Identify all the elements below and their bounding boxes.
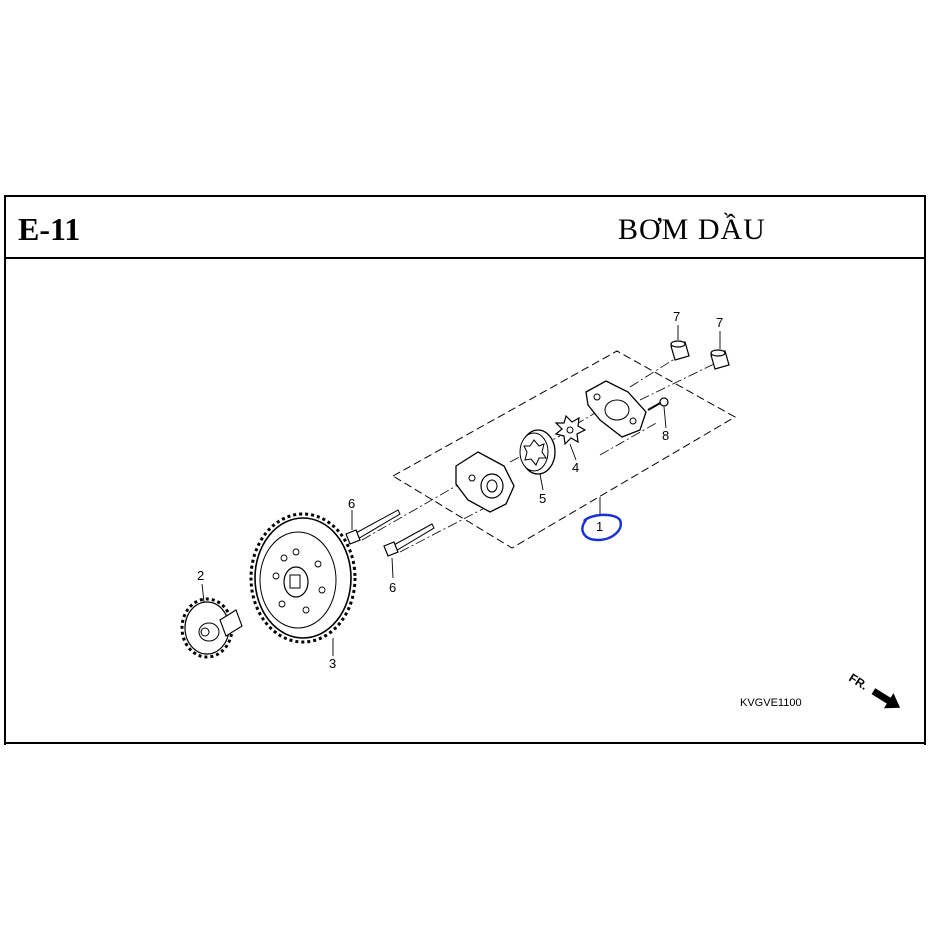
callout-3: 3 bbox=[329, 656, 336, 671]
outer-rotor-part-5 bbox=[519, 429, 556, 475]
driven-gear-part-3 bbox=[249, 512, 357, 644]
direction-label: FR. bbox=[846, 671, 870, 693]
diagram-frame: E-11 BƠM DẦU bbox=[4, 195, 926, 745]
axis-lines bbox=[361, 357, 719, 553]
inner-rotor-part-4 bbox=[554, 414, 587, 446]
reference-code: KVGVE1100 bbox=[740, 697, 802, 709]
callout-4: 4 bbox=[572, 460, 579, 475]
callout-2: 2 bbox=[197, 568, 204, 583]
leader-lines bbox=[201, 325, 721, 656]
pump-cover-plate bbox=[585, 380, 647, 438]
bolt-part-6-a bbox=[345, 509, 401, 545]
diagram-header: E-11 BƠM DẦU bbox=[6, 197, 924, 259]
pump-body bbox=[455, 451, 515, 513]
callout-7b: 7 bbox=[716, 315, 723, 330]
assembly-boundary bbox=[392, 350, 737, 549]
bolt-part-8 bbox=[647, 397, 669, 411]
highlight-circle bbox=[581, 513, 623, 542]
callout-7a: 7 bbox=[673, 309, 680, 324]
collar-part-7-a bbox=[670, 340, 690, 361]
drive-gear-part-2 bbox=[180, 597, 243, 659]
bolt-part-6-b bbox=[383, 523, 435, 557]
callout-5: 5 bbox=[539, 491, 546, 506]
callout-6a: 6 bbox=[348, 496, 355, 511]
section-title: BƠM DẦU bbox=[618, 213, 766, 246]
callout-1: 1 bbox=[596, 519, 603, 534]
callout-6b: 6 bbox=[389, 580, 396, 595]
callout-8: 8 bbox=[662, 428, 669, 443]
frame-bottom-rule bbox=[4, 742, 926, 744]
front-direction-arrow-icon: FR. bbox=[846, 671, 901, 709]
section-code: E-11 bbox=[18, 211, 81, 247]
collar-part-7-b bbox=[710, 349, 730, 370]
